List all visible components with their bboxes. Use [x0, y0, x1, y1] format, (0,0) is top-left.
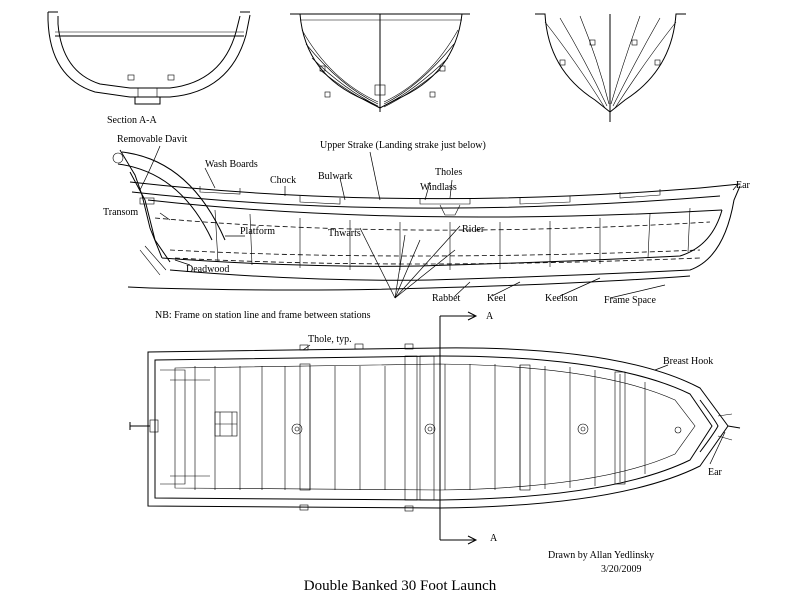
label-breast-hook: Breast Hook	[663, 356, 713, 367]
label-transom: Transom	[103, 207, 138, 218]
drawing-date: 3/20/2009	[601, 564, 642, 575]
plan-view	[129, 311, 741, 545]
label-rider: Rider	[462, 224, 485, 235]
label-ear-plan: Ear	[708, 467, 723, 478]
section-marker-top: A	[486, 311, 494, 322]
label-windlass: Windlass	[420, 182, 457, 193]
label-bulwark: Bulwark	[318, 171, 352, 182]
label-frame-space: Frame Space	[604, 295, 656, 306]
label-tholes: Tholes	[435, 167, 462, 178]
drawing-title: Double Banked 30 Foot Launch	[304, 578, 497, 594]
label-thole-typ: Thole, typ.	[308, 334, 352, 345]
label-thwarts: Thwarts	[328, 228, 361, 239]
label-chock: Chock	[270, 175, 296, 186]
label-deadwood: Deadwood	[186, 264, 229, 275]
label-upper-strake: Upper Strake (Landing strake just below)	[320, 140, 486, 151]
label-wash-boards: Wash Boards	[205, 159, 258, 170]
profile-leader-lines	[139, 145, 739, 299]
label-removable-davit: Removable Davit	[117, 134, 187, 145]
body-section-aft-view	[290, 13, 470, 112]
section-a-a-label: Section A-A	[107, 115, 157, 126]
label-platform: Platform	[240, 226, 275, 237]
body-section-fore-view	[535, 13, 686, 122]
drawn-by-credit: Drawn by Allan Yedlinsky	[548, 550, 654, 561]
label-rabbet: Rabbet	[432, 293, 461, 304]
section-marker-bottom: A	[490, 533, 498, 544]
label-ear-profile: Ear	[736, 180, 751, 191]
frame-note: NB: Frame on station line and frame betw…	[155, 310, 371, 321]
label-keel: Keel	[487, 293, 506, 304]
profile-view	[112, 149, 741, 291]
label-keelson: Keelson	[545, 293, 578, 304]
section-a-a-view: Section A-A	[47, 11, 251, 126]
plan-leader-lines	[302, 344, 726, 465]
